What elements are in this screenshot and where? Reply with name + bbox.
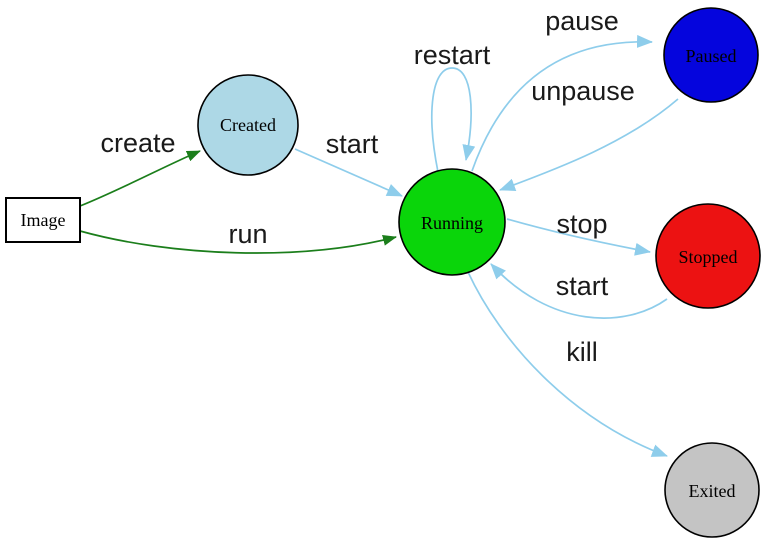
edge-unpause	[499, 98, 679, 191]
paused-node-shape	[663, 7, 759, 103]
image-node-shape	[5, 197, 81, 243]
edge-label-unpause: unpause	[531, 76, 635, 106]
image-node-label: Image	[21, 210, 66, 230]
node-created: Created	[197, 74, 299, 176]
stopped-node-label: Stopped	[678, 247, 737, 267]
edge-start-created-running	[294, 148, 403, 197]
created-node-shape	[197, 74, 299, 176]
edge-label-start-1: start	[326, 129, 379, 159]
edge-start-stopped-running	[490, 263, 668, 319]
edge-labels-layer: create run start restart pause unpause s…	[100, 6, 634, 367]
edge-pause	[471, 34, 653, 172]
edge-label-start-2: start	[556, 271, 609, 301]
node-paused: Paused	[663, 7, 759, 103]
node-running: Running	[398, 168, 506, 276]
edge-label-kill: kill	[566, 337, 598, 367]
stopped-node-shape	[655, 203, 761, 309]
node-stopped: Stopped	[655, 203, 761, 309]
running-node-shape	[398, 168, 506, 276]
edge-label-stop: stop	[556, 209, 607, 239]
running-node-label: Running	[421, 213, 483, 233]
edge-label-create: create	[100, 128, 175, 158]
edge-stop	[506, 218, 651, 256]
edge-run	[79, 230, 397, 254]
edge-create	[79, 150, 201, 207]
edge-restart-self-loop	[431, 67, 476, 173]
edge-label-run: run	[228, 219, 267, 249]
node-exited: Exited	[664, 442, 760, 538]
paused-node-label: Paused	[686, 46, 737, 66]
edge-kill	[467, 271, 668, 457]
exited-node-shape	[664, 442, 760, 538]
edge-label-pause: pause	[545, 6, 619, 36]
node-image: Image	[5, 197, 81, 243]
edges-layer	[79, 34, 679, 457]
exited-node-label: Exited	[689, 481, 736, 501]
edge-label-restart: restart	[414, 40, 491, 70]
nodes-layer: Image Created Running Paused Stopped Exi…	[5, 7, 761, 538]
created-node-label: Created	[220, 115, 276, 135]
